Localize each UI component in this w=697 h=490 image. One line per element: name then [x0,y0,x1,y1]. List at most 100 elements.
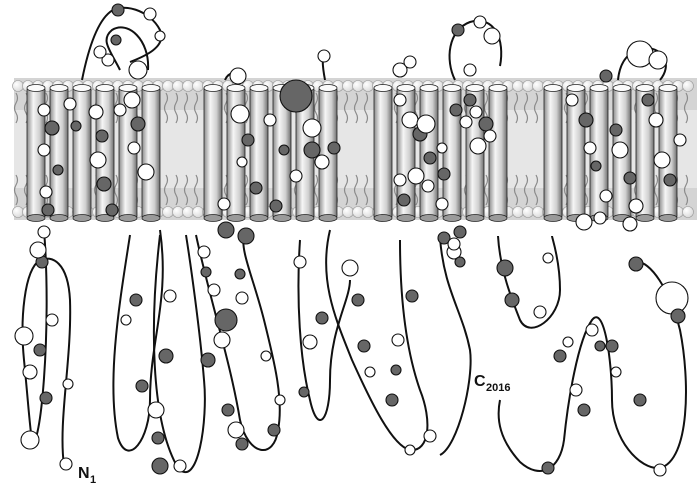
residue-marker-open [294,256,306,268]
residue-marker-open [408,168,424,184]
residue-marker-open [23,365,37,379]
residue-marker-open [198,246,210,258]
c-terminus-letter: C [474,373,486,390]
residue-marker-filled [579,113,593,127]
residue-marker-open [164,290,176,302]
n-terminus-label: N 1 [78,465,96,486]
residue-marker-open [470,106,482,118]
lipid-head-outer [513,81,524,92]
transmembrane-helix [250,85,268,222]
lipid-head-inner [343,207,354,218]
residue-marker-open [228,422,244,438]
residue-marker-open [654,464,666,476]
residue-markers [15,4,688,476]
residue-marker-filled [386,394,398,406]
residue-marker-filled [222,404,234,416]
residue-marker-open [128,142,140,154]
residue-marker-open [674,134,686,146]
residue-marker-open [318,50,330,62]
residue-marker-filled [634,394,646,406]
residue-marker-open [214,332,230,348]
transmembrane-helix [142,85,160,222]
residue-marker-filled [578,404,590,416]
residue-marker-filled [236,438,248,450]
residue-marker-filled [299,387,309,397]
residue-marker-open [436,198,448,210]
residue-marker-filled [595,341,605,351]
polypeptide-backbone [23,8,686,472]
residue-marker-filled [136,380,148,392]
residue-marker-filled [112,4,124,16]
residue-marker-open [484,130,496,142]
residue-marker-open [261,351,271,361]
residue-marker-filled [71,121,81,131]
residue-marker-open [422,180,434,192]
residue-marker-filled [215,309,237,331]
residue-marker-filled [304,142,320,158]
lipid-head-inner [363,207,374,218]
residue-marker-filled [40,392,52,404]
residue-marker-open [629,199,643,213]
lipid-head-outer [163,81,174,92]
residue-marker-filled [424,152,436,164]
residue-marker-open [365,367,375,377]
residue-marker-filled [610,124,622,136]
lipid-head-inner [173,207,184,218]
lipid-head-inner [13,207,24,218]
lipid-head-inner [523,207,534,218]
residue-marker-filled [250,182,262,194]
residue-marker-open [303,335,317,349]
lipid-head-outer [193,81,204,92]
residue-marker-filled [328,142,340,154]
residue-marker-open [315,155,329,169]
residue-marker-open [124,92,140,108]
residue-marker-open [563,337,573,347]
residue-marker-open [404,56,416,68]
backbone-loop [326,230,427,450]
residue-marker-open [417,115,435,133]
residue-marker-open [584,142,596,154]
residue-marker-open [464,64,476,76]
residue-marker-open [114,104,126,116]
backbone-loop [498,236,560,328]
residue-marker-open [424,430,436,442]
residue-marker-open [290,170,302,182]
residue-marker-filled [600,70,612,82]
residue-marker-open [129,61,147,79]
residue-marker-open [38,104,50,116]
n-terminus-number: 1 [90,474,96,486]
n-terminus-letter: N [78,465,90,482]
residue-marker-filled [34,344,46,356]
residue-marker-filled [479,117,493,131]
lipid-head-inner [533,207,544,218]
residue-marker-open [342,260,358,276]
residue-marker-filled [671,309,685,323]
residue-marker-filled [45,121,59,135]
residue-marker-open [230,68,246,84]
residue-marker-filled [53,165,63,175]
residue-marker-open [460,116,472,128]
residue-marker-filled [629,257,643,271]
residue-marker-filled [316,312,328,324]
residue-marker-filled [279,145,289,155]
lipid-head-inner [193,207,204,218]
residue-marker-filled [280,80,312,112]
residue-marker-open [40,186,52,198]
residue-marker-open [89,105,103,119]
residue-marker-filled [358,340,370,352]
residue-marker-open [392,334,404,346]
residue-marker-filled [201,267,211,277]
residue-marker-filled [238,228,254,244]
residue-marker-open [543,253,553,263]
lipid-head-outer [173,81,184,92]
residue-marker-filled [42,204,54,216]
lipid-head-outer [523,81,534,92]
residue-marker-open [474,16,486,28]
residue-marker-open [121,315,131,325]
residue-marker-open [148,402,164,418]
residue-marker-filled [96,130,108,142]
residue-marker-open [623,217,637,231]
residue-marker-filled [152,432,164,444]
